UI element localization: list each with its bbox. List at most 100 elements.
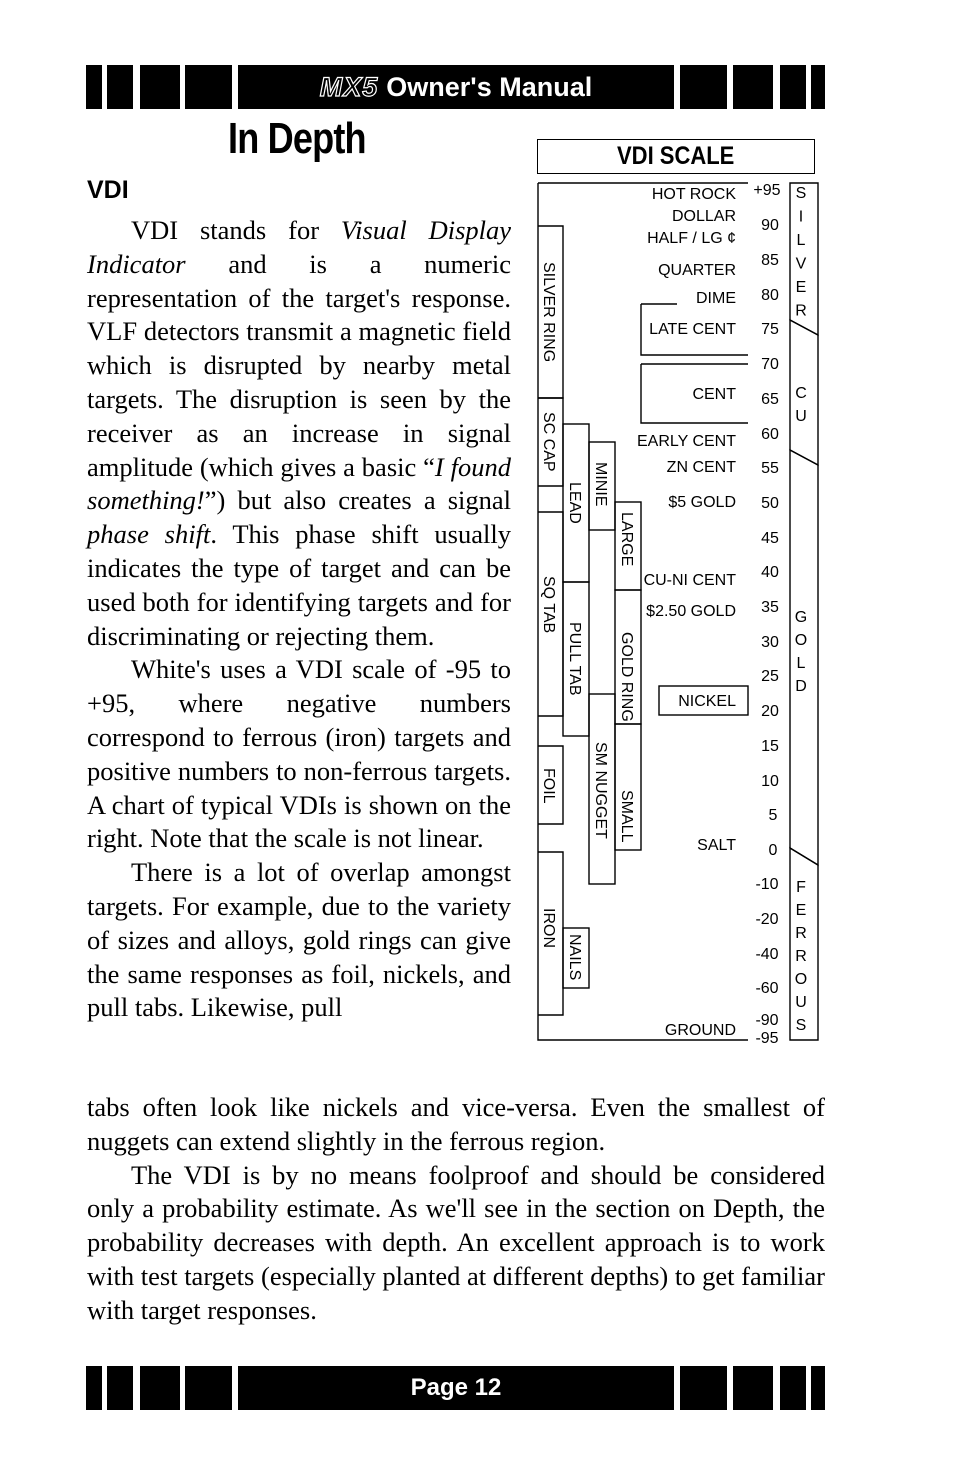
scale-value: +95 xyxy=(753,182,780,199)
category-letter: C xyxy=(795,385,807,402)
scale-value: 20 xyxy=(761,703,779,720)
footer-block xyxy=(733,1366,773,1410)
footer-block xyxy=(185,1366,232,1410)
section-heading: VDI xyxy=(87,176,129,204)
header-block xyxy=(733,65,773,109)
scale-value: -95 xyxy=(755,1030,778,1047)
manual-title: Owner's Manual xyxy=(386,71,593,102)
category-letter: R xyxy=(795,925,807,942)
chart-label: $2.50 GOLD xyxy=(646,603,736,620)
category-letter: F xyxy=(796,879,806,896)
category-letter: R xyxy=(795,303,807,320)
chart-label: HOT ROCK xyxy=(652,186,736,203)
chart-label: DIME xyxy=(696,290,736,307)
category-letter: E xyxy=(796,279,807,296)
scale-value: 25 xyxy=(761,668,779,685)
category-letter: D xyxy=(795,678,807,695)
chart-label: EARLY CENT xyxy=(637,433,736,450)
chart-label: ZN CENT xyxy=(667,459,737,476)
page-number: Page 12 xyxy=(238,1366,674,1410)
chart-label: LATE CENT xyxy=(649,321,736,338)
scale-value: 85 xyxy=(761,252,779,269)
footer-block xyxy=(780,1366,806,1410)
header-block xyxy=(107,65,133,109)
paragraph-4: The VDI is by no means foolproof and sho… xyxy=(87,1159,825,1325)
range-label: FOIL xyxy=(540,768,557,804)
footer-block xyxy=(140,1366,180,1410)
scale-value: -20 xyxy=(755,911,778,928)
header-block xyxy=(185,65,232,109)
category-letter: E xyxy=(796,902,807,919)
range-label: NAILS xyxy=(566,934,583,980)
scale-value: 60 xyxy=(761,426,779,443)
chart-label: HALF / LG ¢ xyxy=(647,230,736,247)
pull-tab-range xyxy=(562,581,590,737)
range-label: SMALL xyxy=(618,790,635,843)
category-letter: G xyxy=(795,609,807,626)
cent-box xyxy=(640,363,748,424)
header-block xyxy=(780,65,806,109)
chart-label: CU-NI CENT xyxy=(644,572,737,589)
minie-range xyxy=(588,441,616,531)
footer-block xyxy=(107,1366,133,1410)
footer-block xyxy=(680,1366,727,1410)
category-letter: O xyxy=(795,632,807,649)
ferrous-tab xyxy=(789,846,819,1041)
category-letter: R xyxy=(795,948,807,965)
footer-bar: Page 12 xyxy=(0,1366,954,1410)
footer-block xyxy=(86,1366,102,1410)
range-label: IRON xyxy=(540,908,557,948)
paragraph-2: White's uses a VDI scale of -95 to +95, … xyxy=(87,654,511,854)
chart-label: NICKEL xyxy=(678,693,736,710)
scale-value: 5 xyxy=(769,807,778,824)
range-label: LARGE xyxy=(618,512,635,566)
category-letter: L xyxy=(797,232,806,249)
scale-value: 50 xyxy=(761,495,779,512)
range-label: SILVER RING xyxy=(540,262,557,362)
scale-value: 90 xyxy=(761,217,779,234)
scale-value: -90 xyxy=(755,1012,778,1029)
chart-label: $5 GOLD xyxy=(668,494,736,511)
nickel-box xyxy=(658,685,749,716)
category-letter: S xyxy=(796,1017,807,1034)
scale-value: 70 xyxy=(761,356,779,373)
range-label: PULL TAB xyxy=(566,622,583,696)
chart-label: GROUND xyxy=(665,1022,736,1039)
chart-label: CENT xyxy=(692,386,736,403)
range-label: SM NUGGET xyxy=(592,742,609,839)
category-letter: L xyxy=(797,655,806,672)
scale-value: 55 xyxy=(761,460,779,477)
scale-value: 45 xyxy=(761,530,779,547)
body-full-width: tabs often look like nickels and vice-ve… xyxy=(87,1091,825,1328)
footer-block xyxy=(811,1366,825,1410)
scale-value: 0 xyxy=(769,842,778,859)
category-letter: V xyxy=(796,256,807,273)
category-letter: O xyxy=(795,971,807,988)
scale-value: 15 xyxy=(761,738,779,755)
chart-label: DOLLAR xyxy=(672,208,736,225)
body-column: VDI stands for Visual Display Indicator … xyxy=(87,214,511,1025)
vdi-scale-title: VDI SCALE xyxy=(537,139,815,174)
range-label: SC CAP xyxy=(540,412,557,472)
vdi-chart: HOT ROCK DOLLAR HALF / LG ¢ QUARTER DIME… xyxy=(537,182,819,1047)
nails-range xyxy=(562,927,590,989)
header-block xyxy=(86,65,102,109)
range-label: MINIE xyxy=(592,462,609,506)
header-block xyxy=(140,65,180,109)
small-range xyxy=(614,723,642,851)
range-label: LEAD xyxy=(566,482,583,524)
scale-value: -10 xyxy=(755,876,778,893)
scale-value: 65 xyxy=(761,391,779,408)
scale-value: 10 xyxy=(761,773,779,790)
scale-value: -40 xyxy=(755,946,778,963)
category-letter: I xyxy=(799,209,803,226)
header-block xyxy=(811,65,825,109)
scale-value: 35 xyxy=(761,599,779,616)
paragraph-3-start: There is a lot of overlap amongst target… xyxy=(87,857,511,1023)
header-title: MX5 Owner's Manual xyxy=(238,65,674,109)
late-cent-box xyxy=(640,303,748,356)
foil-range xyxy=(538,745,564,825)
scale-value: 30 xyxy=(761,634,779,651)
model-logo: MX5 xyxy=(319,71,379,102)
header-block xyxy=(680,65,727,109)
